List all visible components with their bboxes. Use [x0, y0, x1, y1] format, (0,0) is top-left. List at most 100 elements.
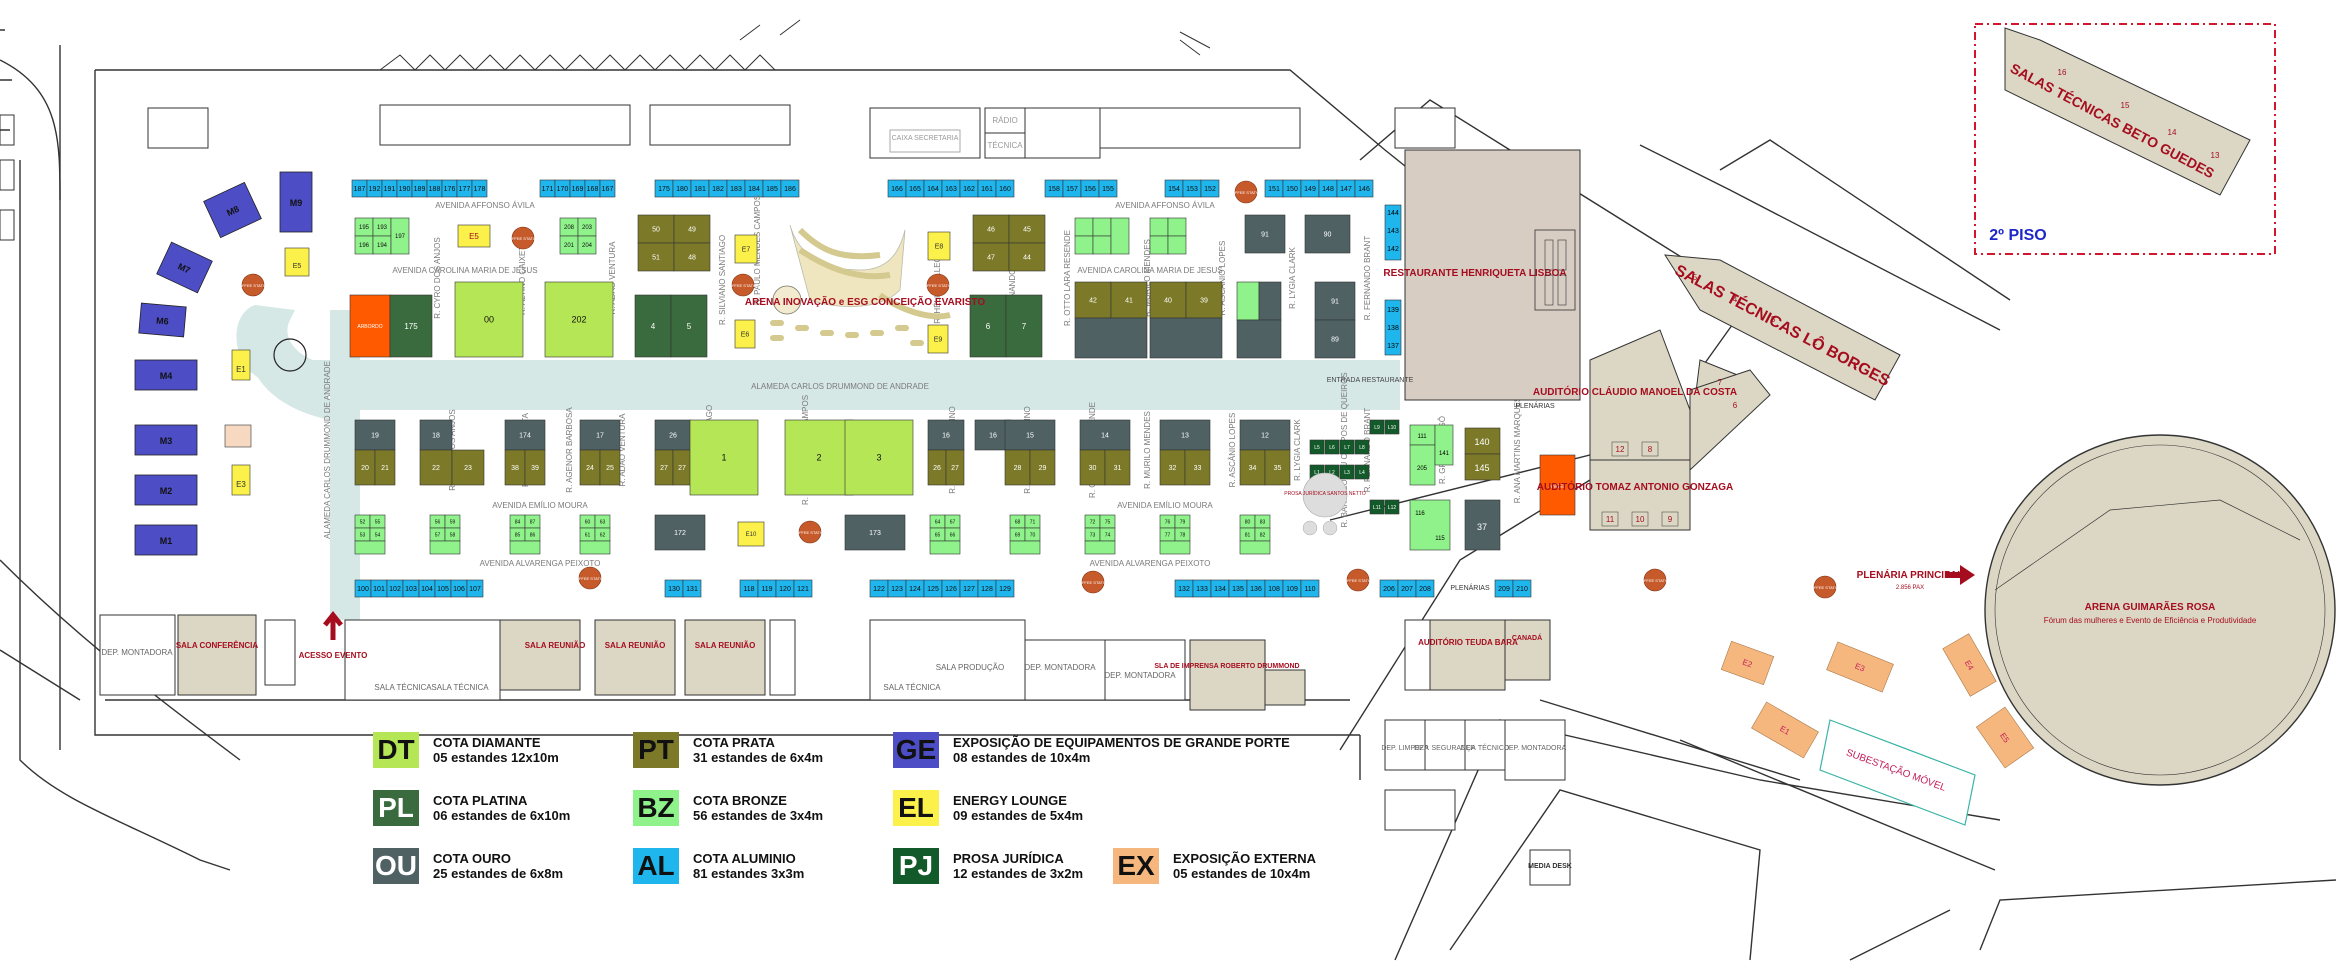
room-label: PLENÁRIAS — [1450, 583, 1490, 592]
aluminium-booth: 176 — [441, 179, 458, 198]
aluminium-booth: 150 — [1282, 179, 1302, 198]
booth-label: 194 — [377, 243, 388, 249]
booth: 201 — [559, 235, 579, 255]
booth-label: 105 — [437, 586, 449, 593]
aluminium-booth: 134 — [1210, 579, 1230, 598]
aluminium-booth: 163 — [941, 179, 961, 198]
legend-title: PROSA JURÍDICA — [953, 851, 1064, 866]
room-label: AUDITÓRIO TOMAZ ANTONIO GONZAGA — [1537, 480, 1733, 493]
legend-detail: 08 estandes de 10x4m — [953, 750, 1091, 765]
booth-label: 46 — [987, 226, 995, 233]
legend-swatch: EL — [893, 790, 939, 826]
room-label: DEP. MONTADORA — [1504, 745, 1567, 752]
booth: 3 — [844, 419, 914, 496]
booth-label: 3 — [876, 453, 881, 463]
booth-label: 139 — [1387, 307, 1399, 314]
acesso-arrow-icon — [323, 610, 343, 640]
restaurante-label: RESTAURANTE HENRIQUETA LISBOA — [1383, 268, 1566, 279]
pj-booth: L10 — [1384, 419, 1400, 435]
booth: 197 — [390, 217, 410, 255]
pj-booth: L6 — [1324, 439, 1340, 455]
booth: 21 — [374, 449, 396, 486]
booth-label: M2 — [160, 486, 173, 496]
booth — [1110, 217, 1130, 255]
booth: 82 — [1254, 527, 1271, 542]
booth-label: 130 — [668, 586, 680, 593]
tecnica-label: TÉCNICA — [987, 141, 1023, 150]
aluminium-booth: 124 — [905, 579, 925, 598]
booth-label: 12 — [1261, 432, 1269, 439]
booth — [1236, 319, 1282, 359]
booth: 53 — [354, 527, 371, 542]
aluminium-booth: 188 — [426, 179, 443, 198]
booth: 39 — [1185, 281, 1223, 319]
booth-label: 82 — [1260, 532, 1266, 538]
aluminium-booth: 136 — [1246, 579, 1266, 598]
booth-label: 22 — [432, 465, 440, 472]
booth-label: 125 — [927, 586, 939, 593]
booth: 29 — [1029, 449, 1056, 486]
bottom-room-labels: DEP. MONTADORA SALA CONFERÊNCIA ACESSO E… — [101, 583, 1571, 870]
booth: 16 — [927, 419, 965, 451]
booth: 175 — [389, 294, 433, 358]
aluminium-booth: 151 — [1264, 179, 1284, 198]
plenaria-label: PLENÁRIA PRINCIPAL — [1857, 568, 1964, 581]
coffee-station-icon: COFFEE STATION — [1638, 568, 1672, 592]
aluminium-booth: 118 — [739, 579, 759, 598]
booth-label: 42 — [1089, 297, 1097, 304]
booth: 6 — [969, 294, 1007, 358]
booth: 72 — [1084, 514, 1101, 529]
booth-label: 52 — [360, 519, 366, 525]
aluminium-booth: 206 — [1379, 579, 1399, 598]
aluminium-booth: 106 — [450, 579, 468, 598]
booth-label: 190 — [399, 186, 411, 193]
booth-label: 91 — [1331, 298, 1339, 305]
coffee-label: COFFEE STATION — [573, 576, 607, 581]
booth-label: 185 — [766, 186, 778, 193]
room-number: 8 — [1648, 445, 1653, 454]
booth: 14 — [1079, 419, 1131, 451]
booth-label: 138 — [1387, 325, 1399, 332]
booth: 61 — [579, 527, 596, 542]
left-yellow-booths: E1 E3 E5 — [224, 247, 310, 496]
room-number: 11 — [1606, 515, 1615, 524]
legend-swatch: PJ — [893, 848, 939, 884]
booth-label: 100 — [357, 586, 369, 593]
booth: 5 — [670, 294, 708, 358]
booth-label: 40 — [1164, 297, 1172, 304]
booth: 58 — [444, 527, 461, 542]
aluminium-booth: 132 — [1174, 579, 1194, 598]
booth-label: 184 — [748, 186, 760, 193]
booth-label: 149 — [1304, 186, 1316, 193]
booth: 50 — [637, 214, 675, 244]
legend-title: COTA OURO — [433, 851, 511, 866]
booth-label: 135 — [1232, 586, 1244, 593]
booth: 174 — [504, 419, 546, 451]
coffee-label: COFFEE STATION — [1229, 190, 1263, 195]
booth: 24 — [579, 449, 601, 486]
legend-swatch: PT — [633, 732, 679, 768]
booth-label: 142 — [1387, 246, 1399, 253]
street-label: AVENIDA EMÍLIO MOURA — [1117, 501, 1213, 510]
booth-label: M8 — [225, 204, 241, 218]
booth: 52 — [354, 514, 371, 529]
booth-label: 6 — [986, 322, 991, 331]
booth-label: L2 — [1329, 470, 1335, 476]
booth-label: E2 — [1741, 658, 1754, 670]
coffee-label: COFFEE STATION — [726, 283, 760, 288]
aluminium-booth: 160 — [995, 179, 1015, 198]
booth-label: 209 — [1498, 586, 1510, 593]
booth-label: 27 — [660, 465, 668, 472]
room-number: 16 — [2058, 68, 2067, 77]
booth-label: E7 — [742, 246, 751, 253]
right-column-booths: 144 143 142 139 138 137 — [1384, 204, 1402, 356]
booth-label: 155 — [1102, 186, 1114, 193]
